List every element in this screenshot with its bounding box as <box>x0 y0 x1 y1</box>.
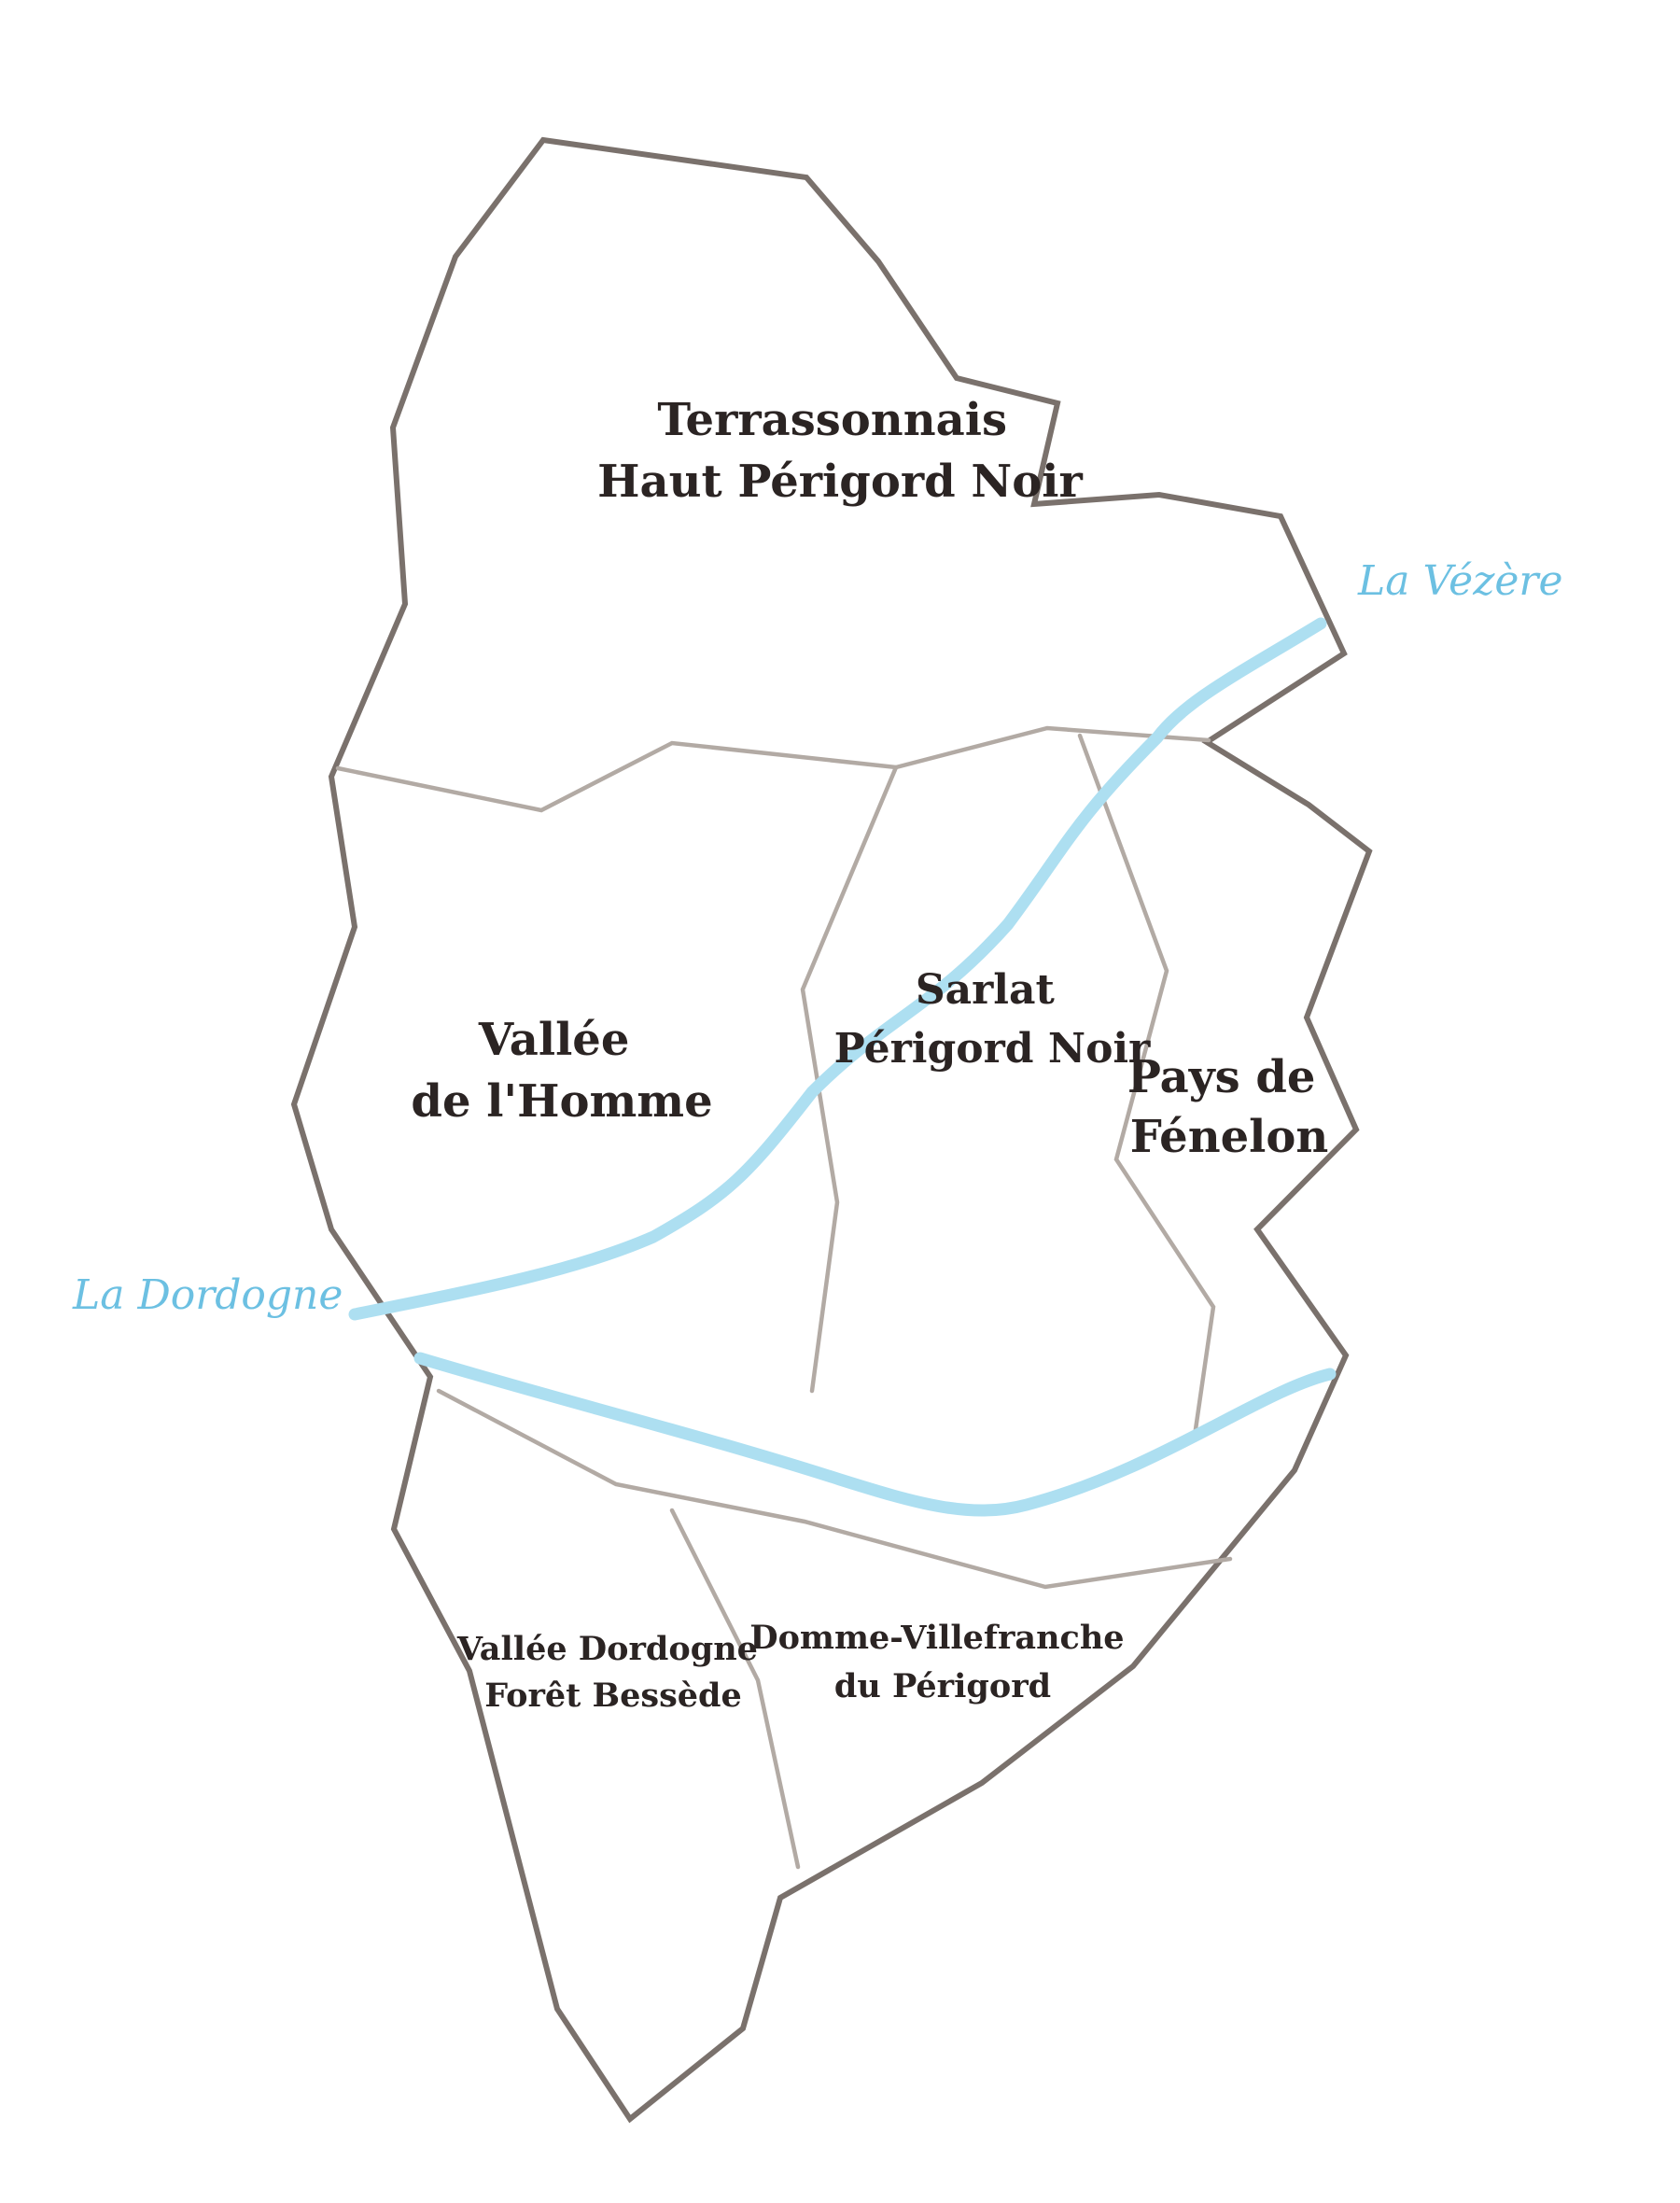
river-dordogne <box>413 1352 1337 1517</box>
region-label-terrassonnais: Terrassonnais Haut Périgord Noir <box>597 394 1083 508</box>
region-label-line: Sarlat <box>916 966 1056 1014</box>
region-label-line: Domme-Villefranche <box>749 1619 1124 1657</box>
border-homme-sarlat <box>800 765 899 1394</box>
region-label-line: Forêt Bessède <box>484 1677 742 1715</box>
region-label-sarlat: Sarlat Périgord Noir <box>834 966 1151 1073</box>
river-label-vezere: La Vézère <box>1357 557 1563 605</box>
region-label-line: Fénelon <box>1130 1111 1329 1163</box>
region-label-line: Vallée Dordogne <box>456 1630 758 1668</box>
region-label-line: Pays de <box>1127 1051 1316 1103</box>
region-label-fenelon: Pays de Fénelon <box>1127 1051 1331 1163</box>
region-label-vallee-dordogne: Vallée Dordogne Forêt Bessède <box>456 1630 769 1715</box>
region-label-line: Périgord Noir <box>834 1025 1151 1073</box>
region-label-line: Haut Périgord Noir <box>597 456 1083 508</box>
border-foret-domme <box>669 1508 801 1870</box>
territory-outer-border <box>290 136 1373 2124</box>
region-label-line: Terrassonnais <box>657 394 1007 446</box>
river-label-dordogne: La Dordogne <box>72 1271 343 1319</box>
region-label-line: Vallée <box>478 1014 629 1066</box>
region-label-vallee-homme: Vallée de l'Homme <box>411 1014 712 1128</box>
region-label-line: du Périgord <box>834 1667 1051 1705</box>
region-label-domme: Domme-Villefranche du Périgord <box>749 1619 1136 1705</box>
border-north-south-divide <box>335 725 1211 813</box>
border-south-divide <box>436 1388 1233 1590</box>
river-vezere <box>348 617 1327 1321</box>
border-sarlat-fenelon <box>1077 733 1216 1438</box>
region-label-line: de l'Homme <box>411 1075 712 1128</box>
